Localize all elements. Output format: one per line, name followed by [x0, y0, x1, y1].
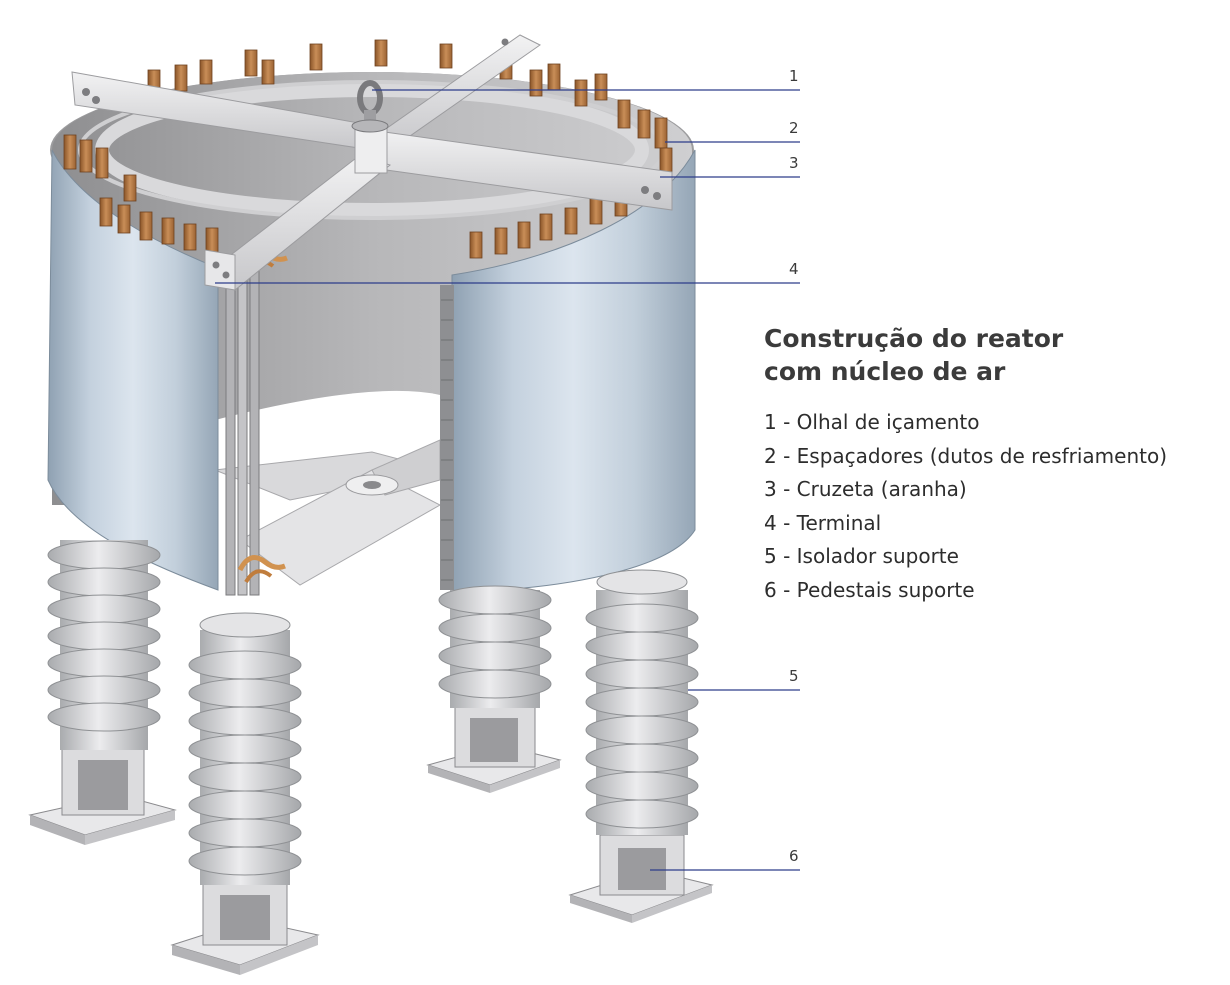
callout-number-5: 5	[789, 667, 799, 685]
legend-item-6: 6 - Pedestais suporte	[764, 577, 975, 602]
insulator-front-center	[188, 612, 302, 885]
legend-panel: Construção do reator com núcleo de ar 1 …	[764, 322, 1230, 607]
pedestal-front-left	[28, 744, 177, 845]
legend-item-5: 5 - Isolador suporte	[764, 544, 959, 568]
callout-number-6: 6	[789, 847, 799, 865]
pedestal-back-center	[426, 704, 562, 793]
support-insulators	[47, 540, 699, 885]
legend-item-2: 2 - Espaçadores (dutos de resfriamento)	[764, 443, 1168, 468]
callout-number-4: 4	[789, 260, 799, 278]
callout-number-3: 3	[789, 154, 799, 172]
legend-item-1: 1 - Olhal de içamento	[764, 410, 980, 434]
insulator-back-center	[438, 585, 552, 708]
lifting-eye	[351, 80, 389, 133]
legend-item-4: 4 - Terminal	[764, 510, 882, 535]
insulator-right	[585, 569, 699, 835]
bottom-spider	[214, 439, 442, 586]
insulator-front-left	[47, 540, 161, 750]
coil-winding	[47, 149, 696, 593]
top-spider	[71, 34, 673, 291]
diagram-title: Construção do reator com núcleo de ar	[764, 322, 1230, 388]
title-line-1: Construção do reator	[764, 324, 1064, 353]
pedestal-front-center	[170, 879, 320, 975]
callout-leaders	[215, 89, 800, 871]
pedestal-right	[568, 834, 714, 923]
callout-number-1: 1	[789, 67, 799, 85]
legend-list: 1 - Olhal de içamento 2 - Espaçadores (d…	[764, 406, 1230, 607]
legend-item-3: 3 - Cruzeta (aranha)	[764, 477, 967, 501]
callout-number-2: 2	[789, 119, 799, 137]
pedestals	[28, 704, 714, 975]
title-line-2: com núcleo de ar	[764, 357, 1006, 386]
